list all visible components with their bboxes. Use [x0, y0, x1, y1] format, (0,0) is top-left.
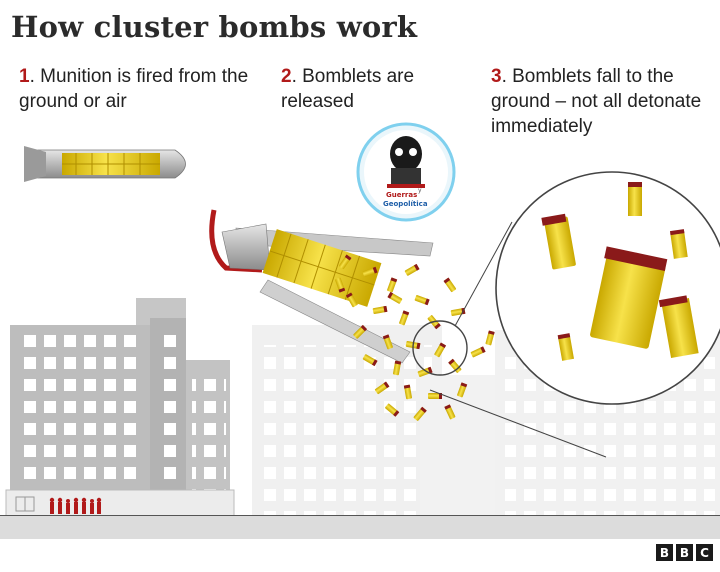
- opening-munition: [209, 209, 434, 364]
- step-3-caption: 3. Bomblets fall to the ground – not all…: [491, 64, 716, 139]
- step-1-text: . Munition is fired from the ground or a…: [19, 66, 249, 112]
- watermark-line1: Guerras: [386, 191, 417, 199]
- foreground-buildings: [5, 298, 235, 517]
- magnified-bomblets-view: [412, 171, 720, 458]
- civilians-group: [49, 497, 102, 514]
- bbc-letter-b1: B: [656, 544, 673, 561]
- bbc-logo: B B C: [656, 544, 713, 561]
- step-1-caption: 1. Munition is fired from the ground or …: [19, 64, 259, 114]
- watermark-line2: Geopolítica: [383, 200, 428, 208]
- step-2-number: 2: [281, 66, 292, 87]
- step-3-number: 3: [491, 66, 502, 87]
- step-2-caption: 2. Bomblets are released: [281, 64, 461, 114]
- watermark-amp: y: [418, 187, 422, 194]
- intact-munition: [24, 146, 186, 182]
- step-1-number: 1: [19, 66, 30, 87]
- ground: [0, 515, 720, 539]
- bbc-letter-c: C: [696, 544, 713, 561]
- page-title: How cluster bombs work: [11, 10, 418, 44]
- watermark-logo: Guerras y Geopolítica: [356, 122, 456, 222]
- step-2-text: . Bomblets are released: [281, 66, 415, 112]
- bbc-letter-b2: B: [676, 544, 693, 561]
- step-3-text: . Bomblets fall to the ground – not all …: [491, 66, 702, 137]
